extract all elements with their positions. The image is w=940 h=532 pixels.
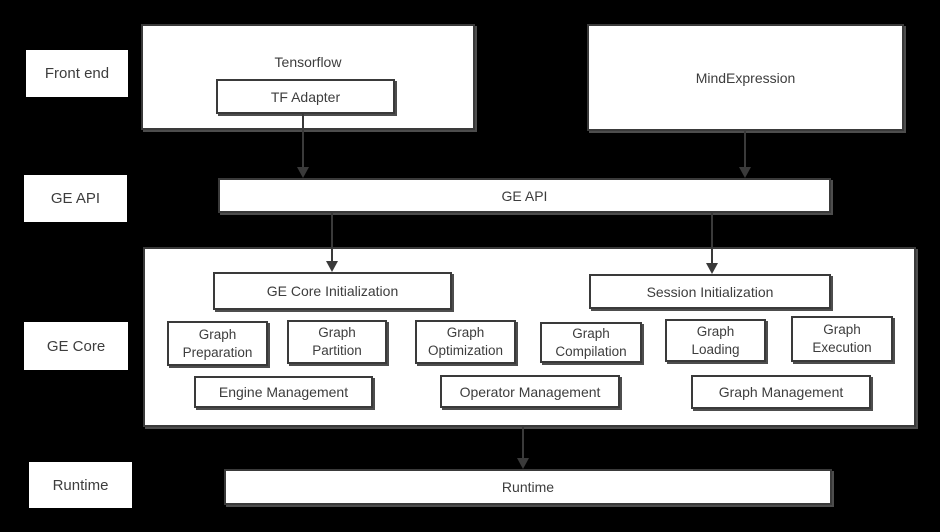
management-label-operator: Operator Management: [459, 383, 601, 400]
module-box-graph-optimization: Graph Optimization: [415, 320, 516, 364]
session-initialization-box: Session Initialization: [589, 274, 831, 309]
management-label-graph: Graph Management: [718, 384, 844, 400]
tensorflow-title: Tensorflow: [274, 54, 342, 70]
ge-api-label: GE API: [501, 187, 548, 204]
row-label-ge-core-text: GE Core: [46, 337, 106, 355]
arrow-head: [297, 167, 309, 178]
module-label-graph-optimization: Graph Optimization: [427, 325, 504, 358]
module-box-graph-preparation: Graph Preparation: [167, 321, 268, 366]
management-box-graph: Graph Management: [691, 375, 871, 409]
row-label-ge-api-text: GE API: [50, 190, 101, 207]
module-label-graph-partition: Graph Partition: [312, 325, 362, 358]
tf-adapter-box: TF Adapter: [216, 79, 395, 114]
module-box-graph-execution: Graph Execution: [791, 316, 893, 362]
mindexpression-label: MindExpression: [695, 69, 796, 86]
session-initialization-label: Session Initialization: [646, 283, 774, 300]
module-label-graph-execution: Graph Execution: [812, 322, 872, 355]
row-label-runtime-text: Runtime: [52, 476, 109, 494]
tensorflow-box: Tensorflow TF Adapter: [141, 24, 475, 130]
arrow-line: [522, 427, 524, 458]
arrow-down-icon-mindexpression-to-geapi: [739, 131, 751, 178]
row-label-ge-api: GE API: [24, 175, 127, 222]
module-label-graph-preparation: Graph Preparation: [182, 326, 253, 360]
mindexpression-box: MindExpression: [587, 24, 904, 131]
ge-core-box: GE Core Initialization Session Initializ…: [143, 247, 916, 427]
module-box-graph-partition: Graph Partition: [287, 320, 387, 364]
arrow-head: [739, 167, 751, 178]
ge-core-initialization-box: GE Core Initialization: [213, 272, 452, 310]
runtime-label: Runtime: [501, 479, 555, 495]
module-box-graph-loading: Graph Loading: [665, 319, 766, 362]
arrow-head: [517, 458, 529, 469]
module-box-graph-compilation: Graph Compilation: [540, 322, 642, 363]
module-label-graph-loading: Graph Loading: [691, 323, 740, 357]
row-label-front-end-text: Front end: [44, 65, 110, 82]
module-label-graph-compilation: Graph Compilation: [555, 325, 627, 359]
ge-api-box: GE API: [218, 178, 831, 213]
row-label-ge-core: GE Core: [24, 322, 128, 370]
tf-adapter-label: TF Adapter: [270, 88, 341, 105]
arrow-line: [744, 131, 746, 167]
ge-core-initialization-label: GE Core Initialization: [266, 283, 399, 299]
management-box-engine: Engine Management: [194, 376, 373, 408]
management-label-engine: Engine Management: [218, 384, 349, 400]
runtime-box: Runtime: [224, 469, 832, 505]
management-box-operator: Operator Management: [440, 375, 620, 408]
arrow-down-icon-gecore-to-runtime: [517, 427, 529, 469]
row-label-front-end: Front end: [26, 50, 128, 97]
row-label-runtime: Runtime: [29, 462, 132, 508]
